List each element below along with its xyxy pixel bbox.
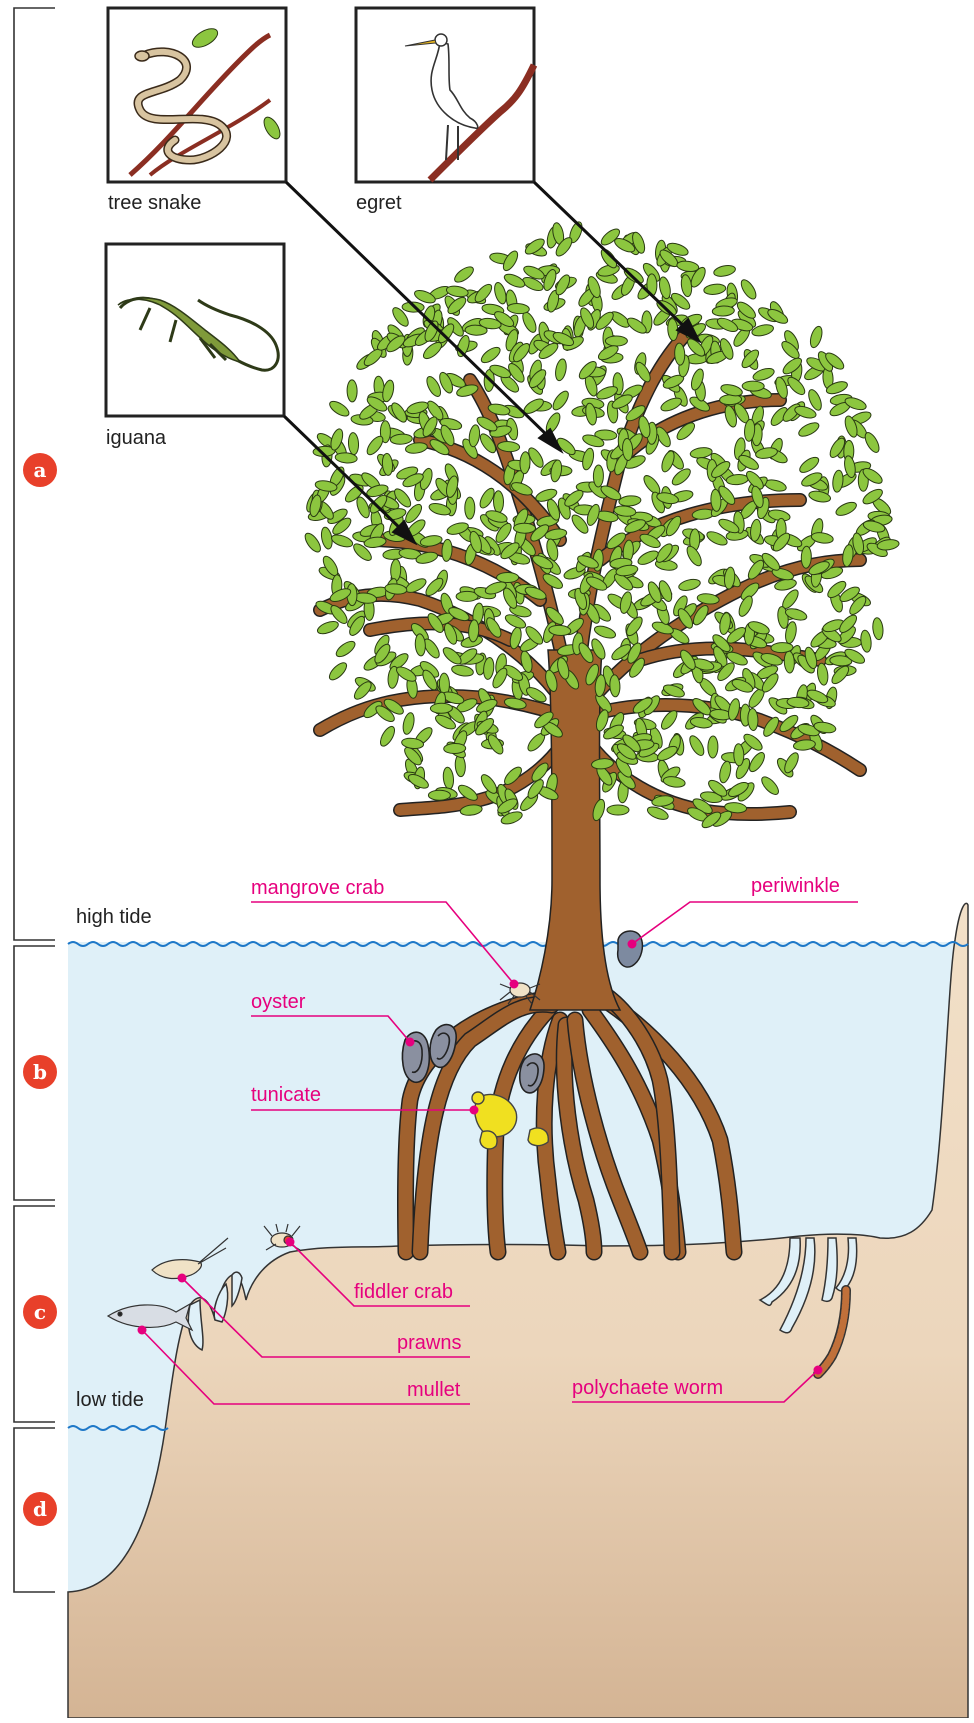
- leaf: [465, 497, 475, 519]
- leaf: [554, 358, 568, 382]
- leader-dot-periwinkle: [628, 940, 637, 949]
- leaf: [808, 325, 824, 349]
- leaf: [687, 734, 707, 758]
- leaf: [330, 533, 354, 550]
- leaf: [605, 336, 627, 346]
- label-mullet: mullet: [407, 1380, 460, 1400]
- leaf: [581, 447, 596, 471]
- leaf: [713, 264, 737, 278]
- leaf: [797, 420, 821, 439]
- leaf: [801, 546, 812, 568]
- leaf: [405, 441, 428, 454]
- leaf: [860, 630, 873, 653]
- leaf: [715, 316, 739, 335]
- leaf: [497, 573, 519, 583]
- leaf: [676, 260, 699, 273]
- label-polychaete-worm: polychaete worm: [572, 1378, 723, 1398]
- leaf: [513, 523, 535, 533]
- zone-bracket: [14, 8, 55, 1592]
- leaf: [550, 389, 571, 413]
- leaf: [444, 743, 466, 754]
- leaf: [733, 744, 744, 766]
- inset-caption-iguana: iguana: [106, 428, 166, 448]
- label-oyster: oyster: [251, 992, 305, 1012]
- leader-dot-tunicate: [470, 1106, 479, 1115]
- leaf: [872, 617, 884, 640]
- leaf: [738, 277, 758, 301]
- leaf: [519, 650, 534, 674]
- leaf: [493, 491, 503, 513]
- leaf: [507, 303, 530, 315]
- leaf: [451, 664, 475, 678]
- leader-dot-mullet: [138, 1326, 147, 1335]
- leader-dot-polychaete-worm: [814, 1366, 823, 1375]
- high-tide-label: high tide: [76, 907, 152, 927]
- leader-dot-mangrove-crab: [510, 980, 519, 989]
- leaf: [720, 383, 744, 398]
- leaf: [607, 805, 629, 815]
- low-tide-label: low tide: [76, 1390, 144, 1410]
- leaf: [428, 790, 450, 800]
- leaf: [718, 760, 733, 784]
- leaf: [834, 500, 858, 518]
- leaf: [705, 529, 729, 548]
- leaf: [759, 774, 781, 797]
- zone-badge-d: d: [23, 1492, 57, 1526]
- label-mangrove-crab: mangrove crab: [251, 878, 384, 898]
- leaf: [316, 619, 340, 636]
- leader-periwinkle: [632, 902, 858, 944]
- inset-egret: [356, 8, 534, 182]
- leaf: [703, 283, 726, 296]
- leaf: [334, 638, 358, 659]
- leaf: [742, 381, 764, 391]
- inset-caption-egret: egret: [356, 193, 402, 213]
- leaf: [442, 767, 454, 790]
- leaf: [797, 454, 821, 475]
- leaf: [663, 775, 686, 788]
- leaf: [619, 495, 642, 507]
- zone-badge-a: a: [23, 453, 57, 487]
- label-prawns: prawns: [397, 1333, 461, 1353]
- leaf: [378, 724, 398, 748]
- leaf: [659, 395, 683, 413]
- zone-badge-c: c: [23, 1295, 57, 1329]
- leaf: [502, 272, 526, 290]
- leaf: [708, 736, 718, 758]
- inset-tree-snake: [108, 8, 286, 182]
- leaf: [816, 663, 829, 686]
- leaf: [593, 624, 617, 641]
- leaf: [593, 465, 603, 487]
- leaf: [712, 305, 734, 316]
- leaf: [468, 424, 481, 447]
- leaf: [452, 264, 476, 285]
- leaf: [401, 712, 416, 736]
- leaf: [832, 470, 844, 493]
- leaf: [327, 399, 351, 419]
- inset-iguana: [106, 244, 284, 416]
- leaf: [347, 380, 357, 402]
- inset-caption-tree-snake: tree snake: [108, 193, 201, 213]
- leader-dot-oyster: [406, 1038, 415, 1047]
- leader-dot-fiddler-crab: [286, 1238, 295, 1247]
- zone-badge-b: b: [23, 1055, 57, 1089]
- leaf: [327, 660, 350, 683]
- label-tunicate: tunicate: [251, 1085, 321, 1105]
- label-periwinkle: periwinkle: [751, 876, 840, 896]
- leaf: [862, 430, 881, 454]
- leaf: [658, 276, 672, 300]
- leaf: [678, 577, 702, 592]
- label-fiddler-crab: fiddler crab: [354, 1282, 453, 1302]
- leaf: [302, 531, 323, 555]
- leaf: [641, 473, 663, 496]
- leader-dot-prawns: [178, 1274, 187, 1283]
- leaf: [390, 559, 401, 581]
- leaf: [492, 281, 508, 305]
- leaf: [348, 432, 359, 454]
- leaf: [430, 703, 452, 713]
- leaf: [364, 434, 385, 457]
- leaf: [479, 344, 503, 365]
